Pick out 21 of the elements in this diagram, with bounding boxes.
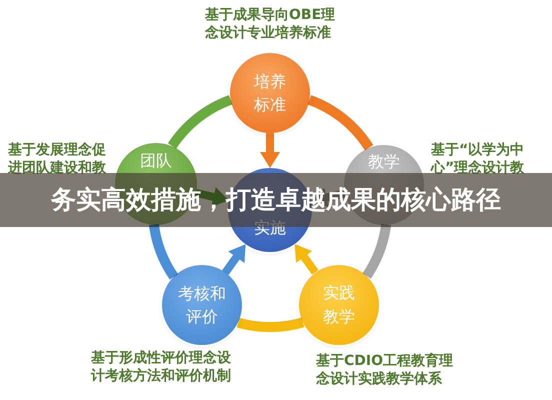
connector-arc — [234, 317, 306, 332]
title-text: 务实高效措施，打造卓越成果的核心路径 — [51, 185, 501, 215]
connector-arc — [306, 95, 374, 152]
description-text: 基于CDIO工程教育理念设计实践教学体系 — [316, 352, 454, 388]
description-text: 基于“以学为中心”理念设计教 — [431, 141, 526, 177]
node-label: 团队 — [138, 150, 173, 172]
node-label: 实践教学 — [322, 282, 356, 328]
description-text: 基于发展理念促进团队建设和教 — [8, 141, 107, 177]
arrow — [195, 189, 230, 205]
stage-circle — [298, 264, 379, 345]
arrow — [310, 189, 346, 206]
node-label: 实施 — [253, 217, 287, 240]
node-label: 培养标准 — [253, 70, 287, 116]
description-text: 基于形成性评价理念设计考核方法和评价机制 — [91, 349, 232, 385]
description-text: 基于成果导向OBE理念设计专业培养标准 — [205, 6, 336, 42]
connector-arc — [168, 95, 234, 150]
arrow — [222, 242, 249, 276]
stage-circle — [162, 265, 242, 346]
node-label: 教学 — [367, 151, 402, 174]
node-label: 考核和评价 — [177, 283, 228, 328]
arrow — [262, 133, 278, 168]
